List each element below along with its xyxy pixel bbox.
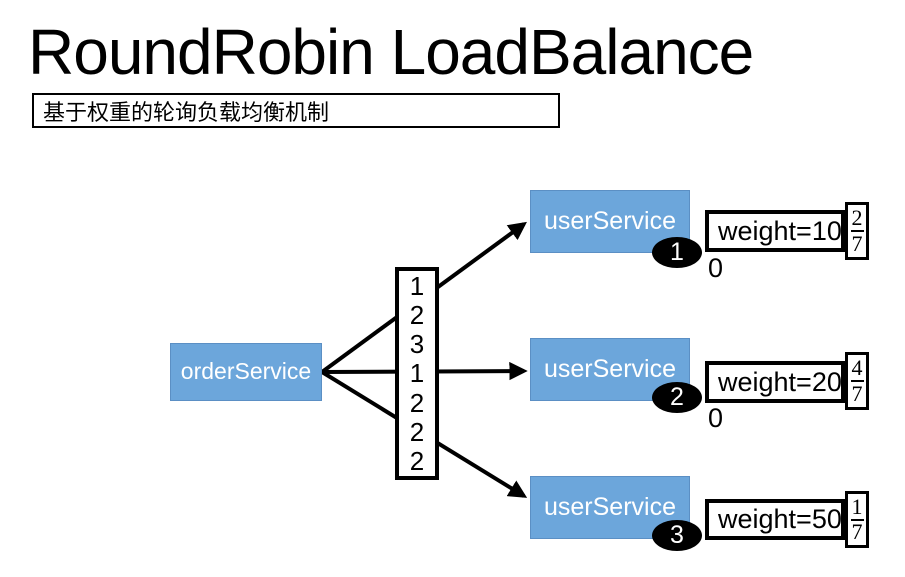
weight-label: weight=20	[718, 366, 842, 397]
sequence-item: 1	[409, 358, 425, 389]
order-service-node: orderService	[170, 343, 322, 401]
sequence-item: 2	[409, 387, 425, 418]
fraction-box-2: 4 7	[845, 352, 869, 410]
weight-box-1: weight=10	[705, 210, 845, 252]
fraction-bar	[850, 230, 864, 232]
weight-label: weight=10	[718, 215, 842, 246]
counter-2: 0	[708, 403, 724, 433]
counter-1: 0	[708, 253, 724, 283]
fraction-denominator: 7	[851, 231, 863, 256]
sequence-item: 2	[409, 299, 425, 330]
sequence-item: 2	[409, 417, 425, 448]
weight-box-3: weight=50	[705, 499, 845, 540]
user-service-node-2: userService	[530, 338, 690, 401]
fraction-bar	[850, 380, 864, 382]
sequence-box: 1 2 3 1 2 2 2	[395, 267, 439, 480]
sequence-item: 1	[409, 270, 425, 301]
fraction-bar	[850, 518, 864, 521]
weight-label: weight=50	[718, 504, 842, 534]
user-service-label: userService	[544, 355, 676, 383]
fraction-box-1: 2 7	[845, 202, 869, 260]
server-badge-2: 2	[652, 382, 702, 413]
page-title: RoundRobin LoadBalance	[28, 16, 754, 88]
fraction-numerator: 2	[851, 205, 863, 230]
badge-number: 3	[670, 521, 684, 549]
weight-box-2: weight=20	[705, 361, 845, 403]
fraction-denominator: 7	[851, 381, 863, 406]
server-badge-1: 1	[652, 237, 702, 268]
order-service-label: orderService	[180, 358, 312, 385]
subtitle-text: 基于权重的轮询负载均衡机制	[43, 99, 330, 125]
fraction-denominator: 7	[851, 519, 863, 544]
badge-number: 2	[670, 383, 684, 411]
server-badge-3: 3	[652, 520, 702, 551]
user-service-label: userService	[544, 493, 676, 521]
sequence-item: 2	[409, 446, 425, 477]
fraction-box-3: 1 7	[845, 491, 869, 548]
fraction-numerator: 4	[851, 355, 863, 380]
user-service-label: userService	[544, 207, 676, 235]
sequence-item: 3	[409, 329, 425, 360]
fraction-numerator: 1	[851, 494, 863, 519]
subtitle-box: 基于权重的轮询负载均衡机制	[32, 93, 560, 128]
badge-number: 1	[670, 238, 684, 266]
